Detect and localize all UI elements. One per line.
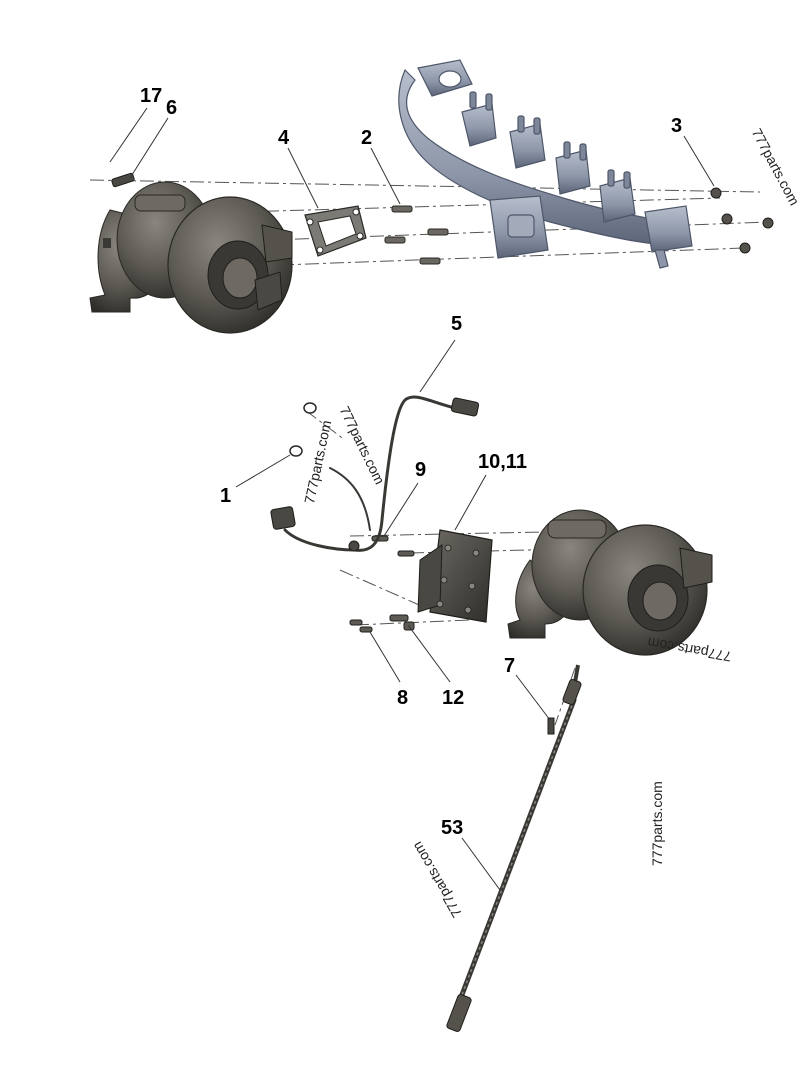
upper-key-part (111, 172, 135, 188)
callout-5: 5 (451, 313, 463, 335)
watermark-lower-right: 777parts.com (649, 781, 665, 866)
callout-3: 3 (671, 115, 683, 137)
exhaust-manifold (398, 59, 693, 269)
upper-leader-lines (109, 107, 715, 209)
callout-1: 1 (220, 485, 232, 507)
callout-10-11: 10,11 (478, 451, 527, 473)
nut-parts (710, 187, 774, 254)
callout-4: 4 (278, 127, 290, 149)
callout-17: 17 (140, 85, 163, 107)
callout-53: 53 (441, 817, 464, 839)
stud-parts (384, 205, 449, 265)
callout-7: 7 (504, 655, 516, 677)
turbo-actuator (417, 529, 493, 623)
gasket-part (304, 205, 367, 257)
sensor-connectors (270, 397, 480, 552)
sensor-harness (283, 395, 457, 552)
callout-9: 9 (415, 459, 427, 481)
clamp-parts (289, 402, 317, 457)
temperature-probe (446, 679, 582, 1032)
callout-8: 8 (397, 687, 409, 709)
lower-leader-lines (235, 339, 551, 891)
lower-turbocharger (507, 509, 713, 656)
callout-12: 12 (442, 687, 465, 709)
callout-2: 2 (361, 127, 373, 149)
upper-turbocharger (89, 181, 293, 334)
callout-6: 6 (166, 97, 178, 119)
